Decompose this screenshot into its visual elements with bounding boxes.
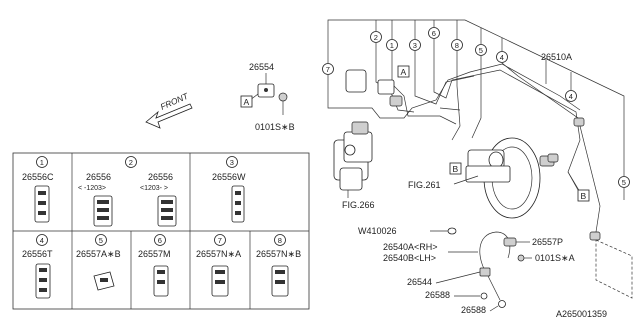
fig-ref-261: FIG.261 [408,180,441,190]
cell-part-26557n-b: 26557N∗B [256,249,301,259]
callout-circles: 7 2 1 3 6 8 5 4 4 5 [322,27,630,188]
cell-num-3: 3 [230,158,234,167]
table-cell-26556c: 1 26556C [22,156,54,223]
box-letter-b-right: B [581,191,587,201]
cell-part-26557n-a: 26557N∗A [196,249,241,259]
callout-5-top: 5 [479,46,483,55]
brake-pipes [327,39,601,233]
table-cell-26557m: 6 26557M [138,234,171,297]
cell-num-6: 6 [158,236,162,245]
table-cell-26557a-b: 5 26557A∗B [76,234,121,291]
fig-ref-266: FIG.266 [342,200,375,210]
cell-part-26556c: 26556C [22,172,54,182]
box-letter-a-right: A [401,67,407,77]
part-label-0101s-a: 0101S∗A [535,253,575,263]
cell-part-26556-b: 26556 [148,172,173,182]
cell-part-26556t: 26556T [22,249,53,259]
front-arrow: FRONT [145,90,193,129]
hydraulic-unit: FIG.266 A [333,65,410,210]
box-letter-b-left: B [453,164,459,174]
part-label-26510a: 26510A [541,52,572,62]
cell-num-7: 7 [218,236,222,245]
part-label-26540b: 26540B<LH> [383,253,436,263]
box-a-right [397,65,410,78]
box-letter-a-left: A [244,97,250,107]
part-label-26554: 26554 [249,62,274,72]
callout-8: 8 [455,41,459,50]
master-cylinder [465,165,511,183]
cell-note-26556-b: <1203- > [140,185,168,192]
brake-hose-group: W410026 26540A<RH> 26540B<LH> 26557P 010… [358,226,575,315]
box-a-left [240,95,253,108]
part-label-26588-a: 26588 [425,290,450,300]
box-b-right [577,189,590,202]
cell-num-4: 4 [40,236,44,245]
part-label-26557p: 26557P [532,237,563,247]
box-b-left [449,162,462,175]
callout-5-right: 5 [622,178,626,187]
callout-4-right: 4 [569,92,573,101]
cell-part-26557m: 26557M [138,249,171,259]
part-label-26540a: 26540A<RH> [383,242,438,252]
diagram-id-code: A265001359 [556,309,607,319]
part-label-26588-b: 26588 [461,305,486,315]
brake-booster-assembly: FIG.261 B [408,137,555,219]
callout-7: 7 [326,65,330,74]
callout-4-top: 4 [500,53,504,62]
table-cell-26556t: 4 26556T [22,234,53,299]
bolt-0101s-b [278,92,288,102]
callout-3: 3 [413,41,417,50]
table-cell-26556: 2 26556 < -1203> 26556 <1203- > [78,156,177,227]
front-arrow-icon [145,103,193,129]
leader-frame: 26510A [327,19,625,200]
part-label-w410026: W410026 [358,226,397,236]
clip-table: 1 26556C 2 26556 < -1203> 26556 <1203- >… [12,152,310,310]
cell-num-1: 1 [40,158,44,167]
right-fittings: B [547,117,633,299]
cell-part-26556-a: 26556 [86,172,111,182]
callout-6: 6 [432,29,436,38]
callout-1: 1 [390,41,394,50]
cell-num-2: 2 [129,158,133,167]
cell-part-26556w: 26556W [212,172,246,182]
bracket-26557p [503,237,517,247]
table-cell-26557n-a: 7 26557N∗A [196,234,241,297]
part-label-0101s-b: 0101S∗B [255,122,295,132]
pipe-joint-block [345,69,367,93]
part-label-26544: 26544 [407,277,432,287]
cell-num-5: 5 [99,236,103,245]
table-cell-26556w: 3 26556W [212,156,246,223]
part-26554-group: 26554 A 0101S∗B [240,62,295,132]
cell-part-26557a-b: 26557A∗B [76,249,121,259]
table-cell-26557n-b: 8 26557N∗B [256,234,301,297]
cell-num-8: 8 [278,236,282,245]
cell-note-26556-a: < -1203> [78,185,106,192]
callout-2: 2 [374,33,378,42]
brake-hose [479,231,511,277]
